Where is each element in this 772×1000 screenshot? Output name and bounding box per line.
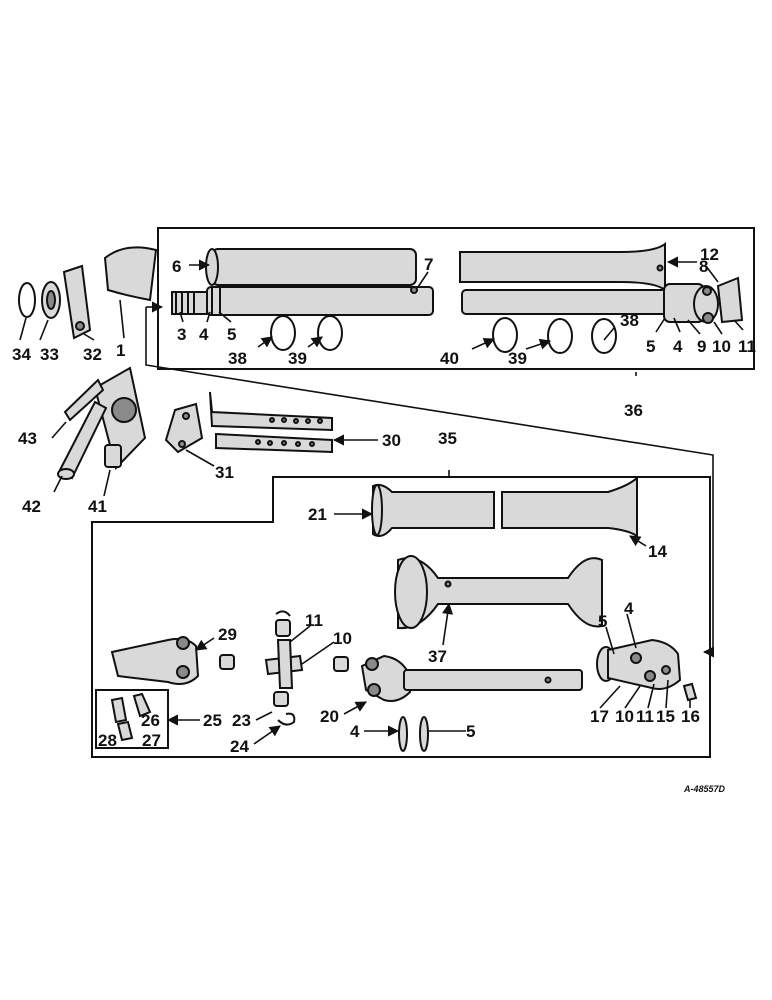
label-36: 36 [624,401,643,420]
drawing-code: A-48557D [683,784,726,794]
label-40: 40 [440,349,459,368]
cone-shield-21 [371,483,495,537]
label-14: 14 [648,542,667,561]
shield-tube-6 [205,248,417,286]
label-39b: 39 [508,349,527,368]
label-5: 5 [227,325,236,344]
shield-tube-8 [459,241,666,293]
label-28: 28 [98,731,117,750]
label-4d: 4 [624,599,634,618]
snap-ring-34 [18,282,36,318]
label-25: 25 [203,711,222,730]
leader-lines [19,256,744,745]
label-4b: 4 [673,337,683,356]
label-10b: 10 [333,629,352,648]
label-32: 32 [83,345,102,364]
bearing-bracket-32 [62,264,92,340]
label-11b: 11 [305,611,323,630]
mounting-bracket-31 [164,402,204,454]
label-43: 43 [18,429,37,448]
label-26: 26 [141,711,160,730]
retaining-ring-39-left [317,315,343,351]
lower-assembly-frame [91,476,711,758]
label-8: 8 [699,257,708,276]
washer-5-lower [419,716,429,752]
flange-bearing-41 [93,366,147,470]
shaft-yoke-20 [360,654,583,702]
label-23: 23 [232,711,251,730]
label-5c: 5 [466,722,475,741]
label-24: 24 [230,737,249,756]
retaining-ring-39-right [547,318,573,354]
label-39: 39 [288,349,307,368]
label-4c: 4 [350,722,360,741]
label-16: 16 [681,707,700,726]
label-30: 30 [382,431,401,450]
shield-cone-1 [103,246,158,302]
label-29: 29 [218,625,237,644]
label-11: 11 [738,337,756,356]
snap-ring-38-right [591,318,617,354]
label-37: 37 [428,647,447,666]
label-42: 42 [22,497,41,516]
inner-shaft-left [171,286,434,316]
label-35: 35 [438,429,457,448]
label-41: 41 [88,497,107,516]
support-strap-30 [209,391,333,454]
label-4: 4 [199,325,209,344]
yoke-29 [110,636,200,685]
label-9: 9 [697,337,706,356]
label-6: 6 [172,257,181,276]
yoke-assembly-17 [596,638,682,690]
label-34: 34 [12,345,31,364]
label-5b: 5 [646,337,655,356]
cross-10 [264,639,304,689]
bracket-43 [63,378,105,422]
label-1: 1 [116,341,125,360]
label-38b: 38 [620,311,639,330]
label-12: 12 [700,245,719,264]
bearing-cups-left [219,619,349,707]
label-7: 7 [424,255,433,274]
cone-shield-37 [394,555,603,630]
snap-ring-38-left [270,315,296,351]
snap-ring-24 [275,610,296,726]
label-20: 20 [320,707,339,726]
washer-4-lower [398,716,408,752]
outer-shaft-right [461,276,744,324]
seal-33 [41,281,61,319]
label-38: 38 [228,349,247,368]
label-5d: 5 [598,612,607,631]
grease-fitting-16 [682,682,698,702]
grease-fitting-kit-25 [95,689,169,749]
assembly-connector-line [145,307,714,652]
label-3: 3 [177,325,186,344]
ring-40 [492,317,518,353]
label-11c: 11 [636,707,654,726]
label-10: 10 [712,337,731,356]
label-15: 15 [656,707,675,726]
label-17: 17 [590,707,609,726]
part-labels: 6 7 8 12 3 4 5 38 39 40 39 38 5 4 9 10 1… [12,245,756,794]
cone-shield-14 [501,475,638,538]
label-21: 21 [308,505,327,524]
label-31: 31 [215,463,234,482]
label-10c: 10 [615,707,634,726]
label-33: 33 [40,345,59,364]
upper-assembly-frame [157,227,755,370]
label-27: 27 [142,731,161,750]
